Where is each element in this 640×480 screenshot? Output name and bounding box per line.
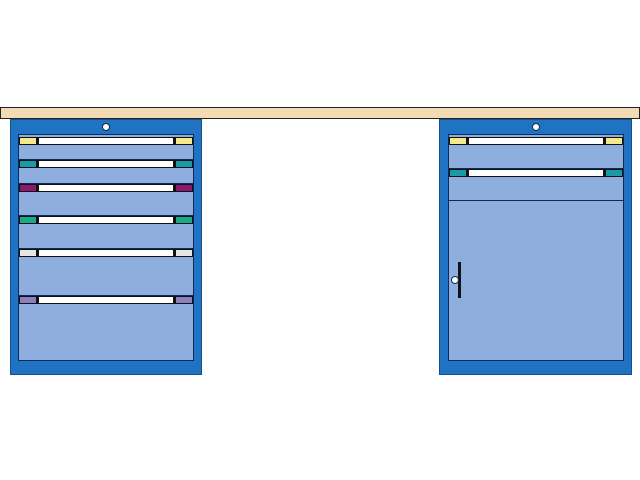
drawer-handle[interactable] — [19, 160, 193, 168]
drawer-divider — [19, 295, 193, 296]
drawer-label-left — [450, 170, 466, 176]
drawer-grip — [39, 217, 173, 223]
drawer-handle[interactable] — [19, 216, 193, 224]
drawer-handle[interactable] — [19, 249, 193, 257]
drawer-handle[interactable] — [19, 137, 193, 145]
drawer-grip — [39, 138, 173, 144]
drawer-grip — [469, 138, 603, 144]
lock-icon — [102, 123, 110, 131]
drawer-divider — [19, 183, 193, 184]
drawer-divider — [19, 248, 193, 249]
drawer-grip — [469, 170, 603, 176]
drawer-handle[interactable] — [449, 169, 623, 177]
drawer-label-left — [20, 217, 36, 223]
cabinet-door[interactable] — [449, 201, 623, 360]
drawer-label-left — [20, 185, 36, 191]
drawer-handle[interactable] — [19, 184, 193, 192]
drawer-divider — [19, 215, 193, 216]
drawer-label-left — [20, 161, 36, 167]
drawer-label-right — [176, 217, 192, 223]
drawer-label-right — [176, 185, 192, 191]
door-handle[interactable] — [458, 262, 461, 298]
drawer-handle[interactable] — [19, 296, 193, 304]
drawer-grip — [39, 185, 173, 191]
drawer-grip — [39, 297, 173, 303]
lock-icon — [532, 123, 540, 131]
drawer-label-left — [20, 138, 36, 144]
right-cabinet-panel — [448, 134, 624, 361]
drawer-label-right — [176, 297, 192, 303]
drawer-label-left — [20, 297, 36, 303]
drawer-label-right — [176, 161, 192, 167]
drawer-handle[interactable] — [449, 137, 623, 145]
drawer-label-right — [606, 138, 622, 144]
drawer-divider — [449, 168, 623, 169]
drawer-label-left — [450, 138, 466, 144]
drawer-divider — [19, 159, 193, 160]
door-lock-icon — [451, 276, 459, 284]
drawer-grip — [39, 161, 173, 167]
right-cabinet — [439, 119, 632, 375]
drawer-grip — [39, 250, 173, 256]
left-drawer-cabinet — [10, 119, 202, 375]
drawer-label-right — [176, 138, 192, 144]
drawer-label-left — [20, 250, 36, 256]
worktop — [0, 107, 640, 119]
left-drawer-panel — [18, 134, 194, 361]
door-divider — [449, 200, 623, 201]
drawer-label-right — [176, 250, 192, 256]
drawer-label-right — [606, 170, 622, 176]
